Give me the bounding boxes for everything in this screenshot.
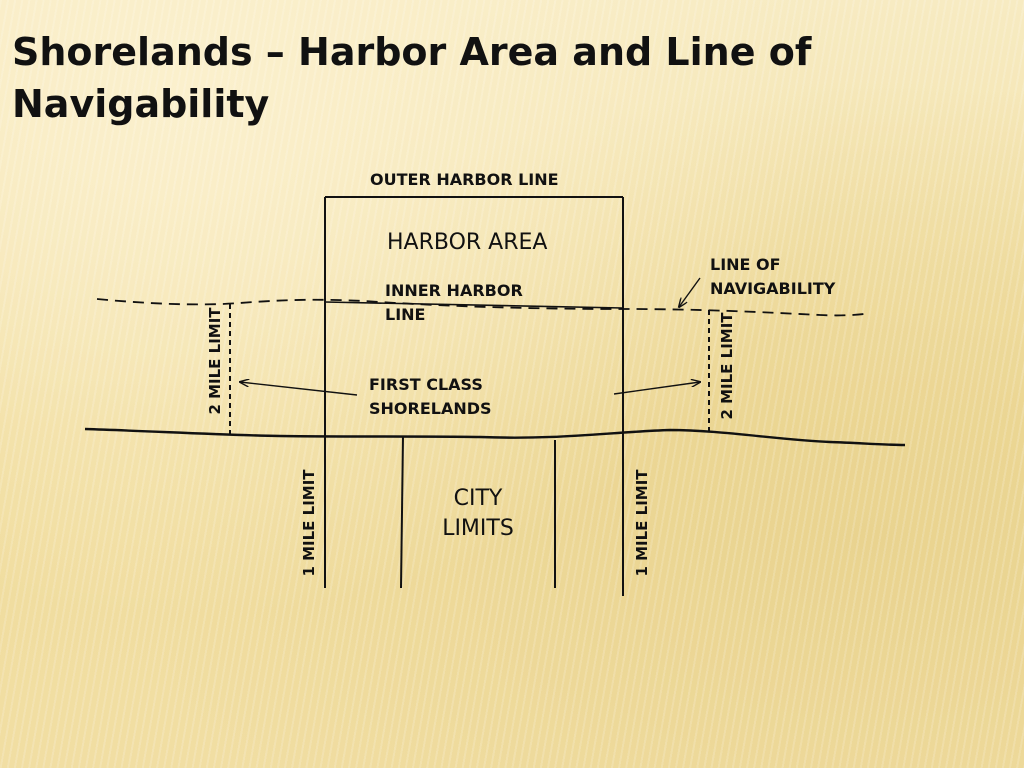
first-class-shorelands-label-line1: FIRST CLASS [369, 375, 483, 394]
city-limits-label-line1: CITY [453, 486, 503, 511]
inner-harbor-line-label-line2: LINE [385, 305, 426, 324]
two-mile-limit-left-label: 2 MILE LIMIT [206, 307, 224, 415]
inner-harbor-line-label: INNER HARBOR LINE [385, 279, 523, 327]
outer-harbor-line-label: OUTER HARBOR LINE [370, 170, 559, 189]
line-of-navigability-label-line2: NAVIGABILITY [710, 279, 836, 298]
first-class-shorelands-label-line2: SHORELANDS [369, 399, 492, 418]
line-of-navigability-label: LINE OF NAVIGABILITY [710, 253, 835, 301]
city-limits-label-line2: LIMITS [442, 516, 514, 541]
two-mile-limit-right-label: 2 MILE LIMIT [718, 312, 736, 420]
arrow-to-navigability-line [679, 277, 701, 307]
line-of-navigability-label-line1: LINE OF [710, 255, 781, 274]
slide-title: Shorelands – Harbor Area and Line of Nav… [12, 30, 812, 126]
city-limit-left-line [400, 435, 404, 589]
inner-harbor-line-label-line1: INNER HARBOR [385, 281, 523, 300]
city-limits-label: CITY LIMITS [436, 484, 520, 544]
first-class-shorelands-label: FIRST CLASS SHORELANDS [369, 373, 492, 421]
inner-harbor-line [324, 301, 624, 309]
one-mile-limit-left-label: 1 MILE LIMIT [300, 469, 318, 577]
line-of-navigability [96, 298, 865, 317]
arrow-to-left-shorelands [240, 382, 358, 396]
harbor-area-label: HARBOR AREA [387, 230, 548, 255]
arrow-to-right-shorelands [613, 382, 700, 395]
one-mile-limit-right-label: 1 MILE LIMIT [633, 469, 651, 577]
shoreline [84, 427, 906, 447]
